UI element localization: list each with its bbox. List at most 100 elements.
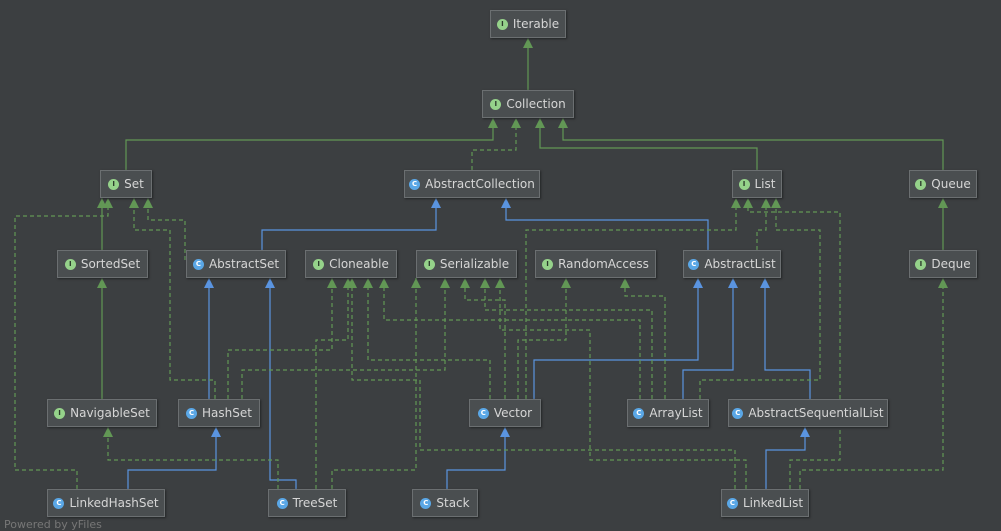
edge-abstractset-abstractcollection — [261, 198, 437, 250]
node-label: Deque — [931, 257, 971, 271]
interface-icon: I — [108, 178, 120, 190]
interface-icon: I — [915, 178, 927, 190]
edge-vector-cloneable-arrowhead — [363, 278, 373, 288]
edge-linkedlist-deque-arrowhead — [938, 278, 948, 288]
node-label: AbstractSequentialList — [748, 406, 884, 420]
node-label: Collection — [506, 97, 566, 111]
edge-abstractset-set-arrowhead — [143, 198, 153, 208]
edge-linkedlist-list — [747, 198, 841, 489]
edge-treeset-navigableset-arrowhead — [103, 427, 113, 437]
interface-icon: I — [54, 407, 66, 419]
edge-vector-serializable-arrowhead — [460, 278, 470, 288]
edge-hashset-set-arrowhead — [129, 198, 139, 208]
edge-linkedhashset-hashset — [127, 427, 217, 489]
node-label: Cloneable — [329, 257, 389, 271]
node-label: Stack — [436, 496, 470, 510]
node-label: AbstractCollection — [425, 177, 535, 191]
edge-arraylist-list — [699, 198, 821, 399]
abstract-class-icon: C — [732, 407, 744, 419]
node-abstract-set[interactable]: C AbstractSet — [186, 250, 286, 278]
node-label: TreeSet — [292, 496, 338, 510]
node-label: Serializable — [439, 257, 510, 271]
edge-arraylist-cloneable-arrowhead — [379, 278, 389, 288]
node-list[interactable]: I List — [732, 170, 782, 198]
edge-set-collection-arrowhead — [488, 118, 498, 128]
interface-icon: I — [496, 18, 508, 30]
node-vector[interactable]: C Vector — [469, 399, 541, 427]
edge-hashset-abstractset-arrowhead — [204, 278, 214, 288]
edge-vector-randomaccess — [517, 278, 567, 399]
node-abstract-collection[interactable]: C AbstractCollection — [404, 170, 540, 198]
edge-linkedlist-abstractsequentiallist-arrowhead — [800, 427, 810, 437]
edge-set-collection — [125, 118, 494, 170]
node-cloneable[interactable]: I Cloneable — [305, 250, 397, 278]
node-serializable[interactable]: I Serializable — [416, 250, 517, 278]
edge-list-collection — [539, 118, 758, 170]
node-sorted-set[interactable]: I SortedSet — [57, 250, 148, 278]
node-abstract-sequential-list[interactable]: C AbstractSequentialList — [728, 399, 888, 427]
node-hash-set[interactable]: C HashSet — [178, 399, 260, 427]
edge-arraylist-serializable-arrowhead — [480, 278, 490, 288]
edge-vector-list-arrowhead — [731, 198, 741, 208]
node-tree-set[interactable]: C TreeSet — [268, 489, 346, 517]
edge-hashset-serializable-arrowhead — [440, 278, 450, 288]
node-random-access[interactable]: I RandomAccess — [535, 250, 656, 278]
edge-arraylist-abstractlist — [682, 278, 734, 399]
edge-vector-abstractlist-arrowhead — [693, 278, 703, 288]
abstract-class-icon: C — [688, 258, 700, 270]
node-linked-list[interactable]: C LinkedList — [721, 489, 809, 517]
edge-treeset-serializable — [331, 278, 417, 489]
interface-icon: I — [423, 258, 435, 270]
edge-linkedhashset-hashset-arrowhead — [211, 427, 221, 437]
interface-icon: I — [738, 178, 750, 190]
edge-arraylist-serializable — [484, 278, 653, 399]
node-stack[interactable]: C Stack — [412, 489, 478, 517]
class-icon: C — [53, 497, 65, 509]
edge-vector-list — [525, 198, 737, 399]
interface-icon: I — [542, 258, 554, 270]
node-deque[interactable]: I Deque — [909, 250, 977, 278]
node-label: SortedSet — [80, 257, 141, 271]
edge-treeset-abstractset-arrowhead — [265, 278, 275, 288]
edge-collection-iterable-arrowhead — [523, 38, 533, 48]
edge-vector-cloneable — [367, 278, 491, 399]
edge-treeset-cloneable — [315, 278, 349, 489]
edge-deque-queue-arrowhead — [938, 198, 948, 208]
node-array-list[interactable]: C ArrayList — [627, 399, 709, 427]
edge-hashset-cloneable-arrowhead — [327, 278, 337, 288]
edge-abstractset-set — [147, 198, 186, 260]
edge-navigableset-sortedset-arrowhead — [97, 278, 107, 288]
edge-abstractsequentiallist-abstractlist — [764, 278, 811, 399]
node-label: Iterable — [512, 17, 560, 31]
interface-icon: I — [313, 258, 325, 270]
node-navigable-set[interactable]: I NavigableSet — [47, 399, 157, 427]
edge-treeset-abstractset — [269, 278, 297, 489]
class-icon: C — [633, 407, 645, 419]
edge-list-collection-arrowhead — [535, 118, 545, 128]
node-collection[interactable]: I Collection — [482, 90, 574, 118]
node-set[interactable]: I Set — [100, 170, 152, 198]
node-label: LinkedHashSet — [69, 496, 159, 510]
edge-treeset-navigableset — [107, 427, 279, 489]
edge-queue-collection — [562, 118, 944, 170]
interface-icon: I — [915, 258, 927, 270]
edge-linkedlist-serializable-arrowhead — [495, 278, 505, 288]
node-abstract-list[interactable]: C AbstractList — [683, 250, 781, 278]
node-label: RandomAccess — [558, 257, 649, 271]
abstract-class-icon: C — [192, 258, 204, 270]
edge-linkedlist-abstractsequentiallist — [765, 427, 806, 489]
class-icon: C — [420, 497, 432, 509]
footer-credit: Powered by yFiles — [4, 518, 102, 531]
class-icon: C — [726, 497, 738, 509]
node-label: Queue — [931, 177, 971, 191]
edge-linkedlist-list-arrowhead — [743, 198, 753, 208]
node-queue[interactable]: I Queue — [909, 170, 977, 198]
edge-hashset-set — [133, 198, 216, 399]
node-label: HashSet — [202, 406, 252, 420]
edge-arraylist-randomaccess — [624, 278, 666, 399]
node-label: AbstractList — [704, 257, 776, 271]
node-linked-hash-set[interactable]: C LinkedHashSet — [47, 489, 165, 517]
node-iterable[interactable]: I Iterable — [490, 10, 566, 38]
edge-arraylist-abstractlist-arrowhead — [728, 278, 738, 288]
node-label: NavigableSet — [70, 406, 150, 420]
